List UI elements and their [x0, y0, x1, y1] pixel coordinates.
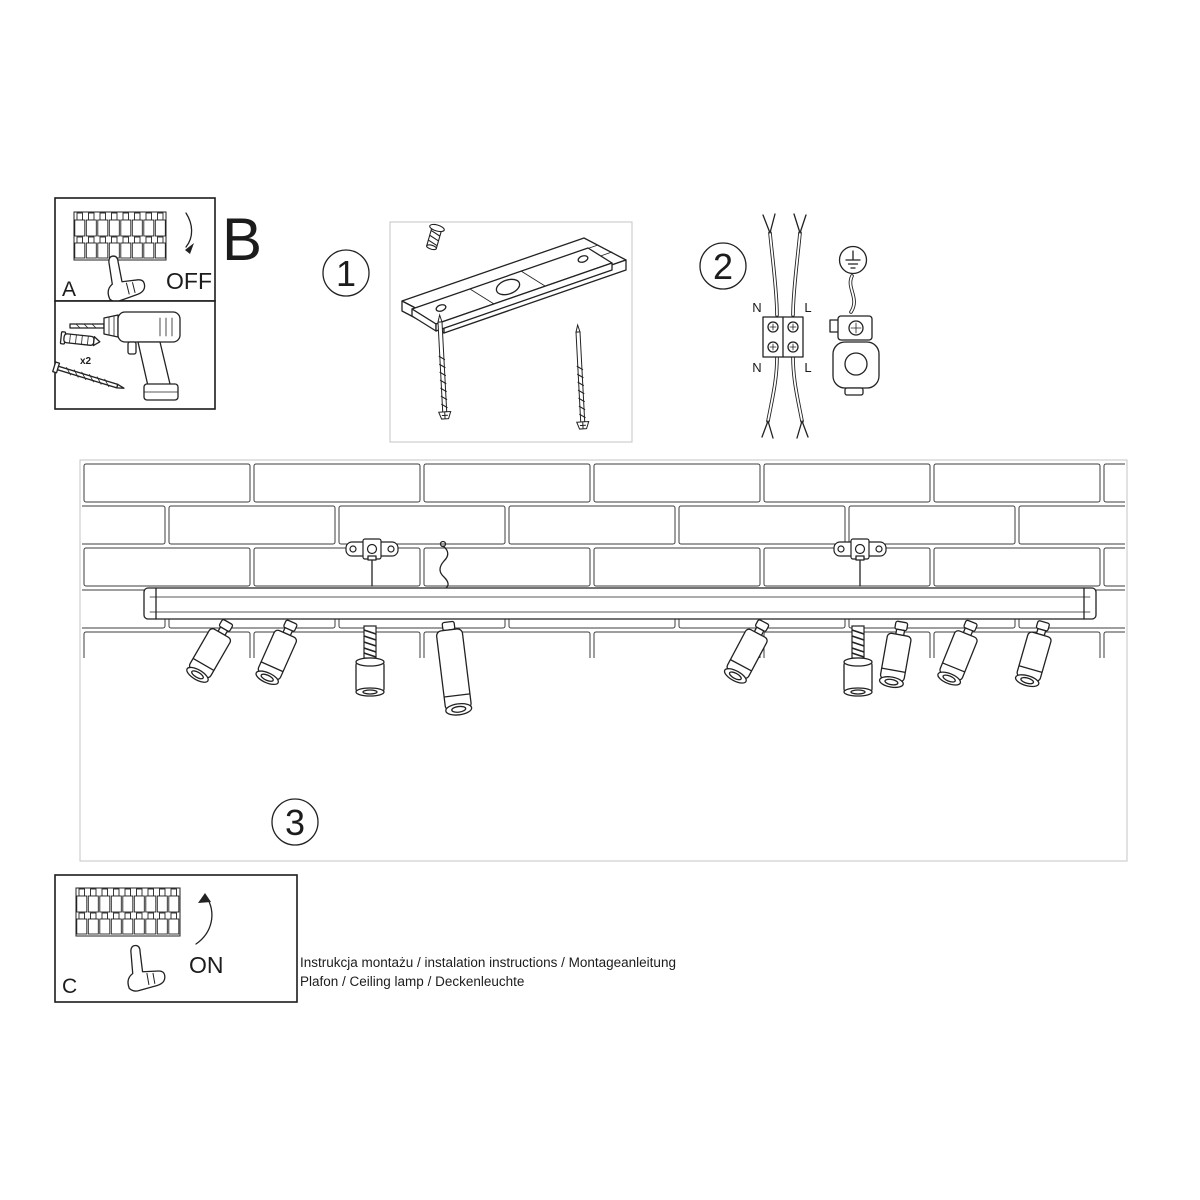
terminal-block-drawing: [762, 316, 804, 358]
step2-drawing: 2 N L N L: [699, 213, 880, 439]
track-knob-cover: [355, 657, 385, 697]
power-on-panel: ON C: [54, 874, 298, 1003]
ground-clamp-drawing: [829, 315, 880, 396]
track-screw-icon: [851, 625, 865, 659]
screw-icon: [52, 361, 125, 389]
power-cable-icon: [439, 540, 449, 589]
step1-frame: [389, 221, 633, 443]
wire-n-top-label: N: [752, 300, 761, 315]
mounting-strip-drawing: [411, 247, 613, 332]
step1-drawing: 1: [322, 221, 633, 443]
panel-c-label: C: [62, 975, 77, 998]
step3-drawing: 3: [79, 459, 1128, 862]
tools-frame: [54, 300, 216, 410]
step-3-number: 3: [285, 802, 305, 843]
step-1-badge: 1: [322, 249, 370, 297]
step-1-number: 1: [336, 253, 356, 294]
footer-instructions-line: Instrukcja montażu / instalation instruc…: [300, 955, 676, 970]
wire-l-top-label: L: [804, 300, 811, 315]
bracket-screw-icon: [367, 555, 865, 587]
step3-frame: [79, 459, 1128, 862]
step-2-number: 2: [713, 246, 733, 287]
panel-a-label: A: [62, 278, 76, 301]
supply-wires-drawing: [761, 213, 809, 439]
wall-anchor-icon: [423, 222, 446, 252]
breaker-row-icon: [73, 211, 167, 261]
arrow-down-icon: [185, 212, 194, 254]
track-knob-cover: [843, 657, 873, 697]
step-2-badge: 2: [699, 242, 747, 290]
quantity-label: x2: [80, 356, 92, 367]
lamp-track-bar: [143, 587, 1097, 620]
brick-wall: [82, 462, 1125, 658]
wire-l-bottom-label: L: [804, 360, 811, 375]
wall-plug-icon: [59, 331, 101, 347]
breaker-row-icon: [75, 887, 181, 937]
mounting-screw-icon: [571, 324, 590, 430]
ground-wire-drawing: [848, 274, 856, 314]
arrow-up-icon: [195, 893, 213, 945]
ground-symbol-icon: [838, 245, 868, 275]
tools-panel: x2: [52, 300, 216, 410]
on-label: ON: [189, 952, 224, 978]
wire-n-bottom-label: N: [752, 360, 761, 375]
power-off-panel: OFF A: [54, 197, 216, 304]
off-label: OFF: [166, 268, 212, 294]
drill-icon: [69, 311, 181, 401]
section-label-b: B: [222, 206, 262, 273]
footer-product-line: Plafon / Ceiling lamp / Deckenleuchte: [300, 974, 524, 989]
step-3-badge: 3: [271, 798, 319, 846]
track-screw-icon: [363, 625, 377, 659]
